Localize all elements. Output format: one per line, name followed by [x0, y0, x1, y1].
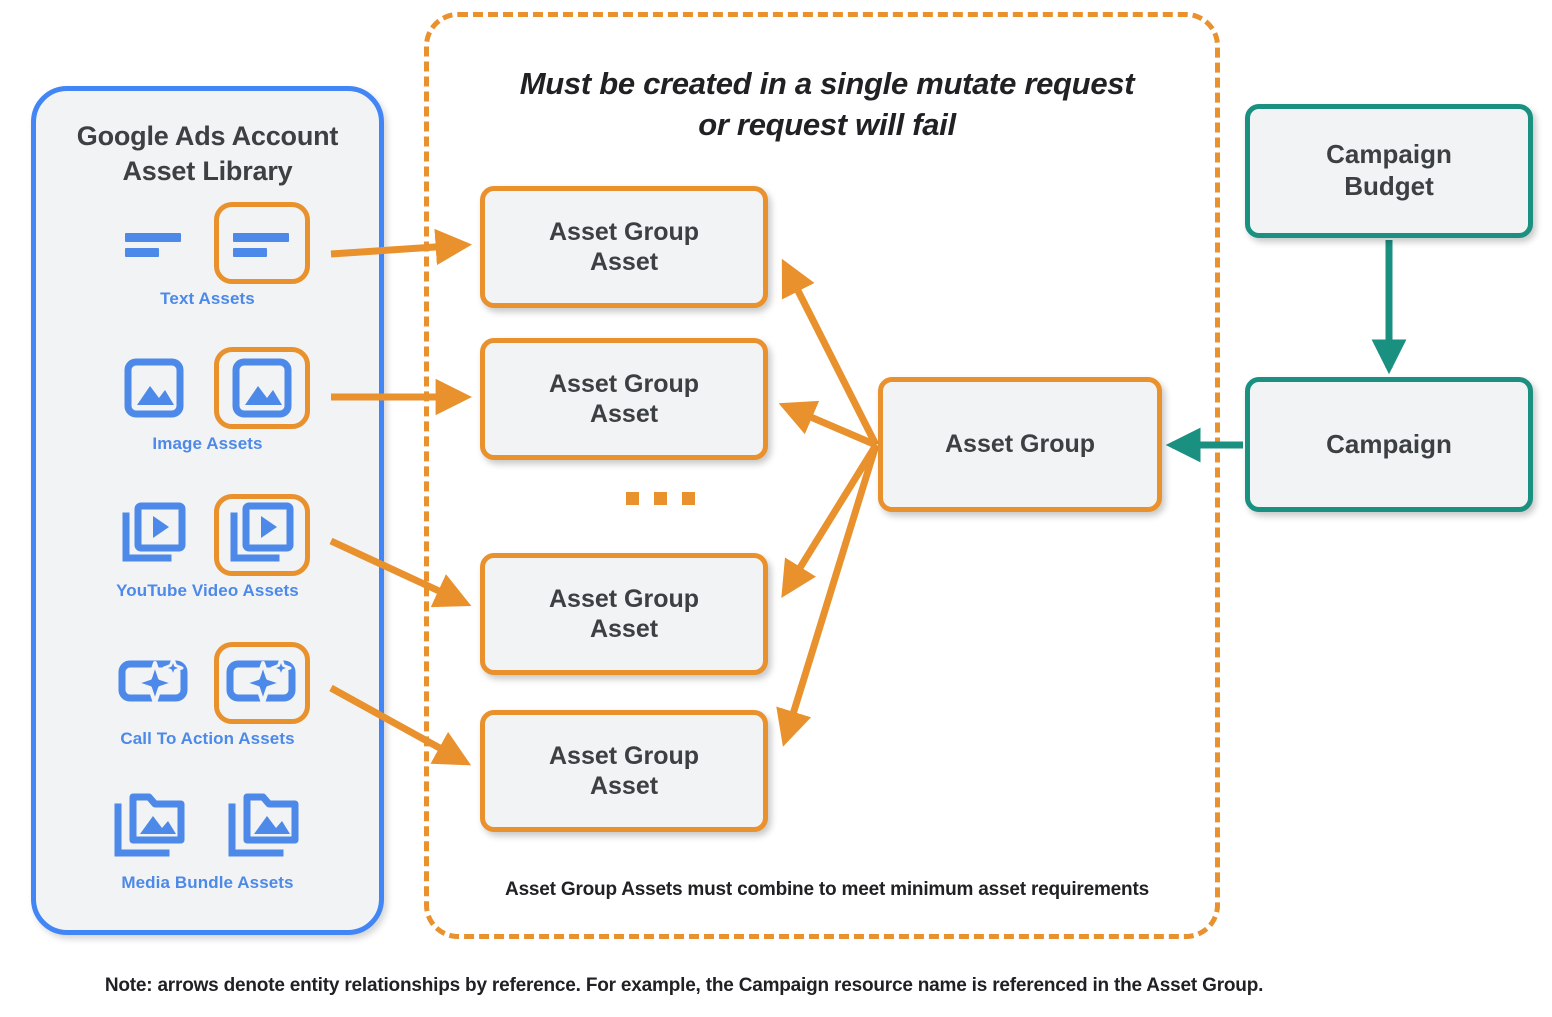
asset-group-asset-node-1-line1: Asset Group — [548, 217, 700, 246]
ellipsis-dot-2 — [654, 492, 667, 505]
mutate-request-footnote: Asset Group Assets must combine to meet … — [505, 879, 1149, 900]
asset-group-assets-ellipsis — [626, 492, 695, 505]
call-to-action-asset-icon-selected — [213, 642, 310, 724]
asset-icon-pair-media-bundle — [36, 783, 379, 871]
text-asset-icon — [106, 202, 202, 284]
asset-group-asset-node-4[interactable]: Asset Group Asset — [480, 710, 768, 832]
asset-group-asset-node-4-line2: Asset — [589, 772, 659, 800]
asset-label-text: Text Assets — [160, 289, 255, 308]
text-asset-icon-selected — [213, 202, 310, 284]
asset-library-title-line2: Asset Library — [122, 155, 293, 186]
mutate-request-title: Must be created in a single mutate reque… — [469, 63, 1185, 145]
asset-row-image: Image Assets — [36, 344, 379, 454]
asset-group-asset-node-4-line1: Asset Group — [548, 741, 700, 770]
asset-library-title-line1: Google Ads Account — [76, 121, 339, 151]
asset-row-media-bundle: Media Bundle Assets — [36, 783, 379, 893]
campaign-budget-node-text: Campaign Budget — [1326, 139, 1452, 202]
ellipsis-dot-1 — [626, 492, 639, 505]
asset-group-asset-node-1-text: Asset Group Asset — [549, 217, 699, 278]
asset-group-node-label: Asset Group — [944, 430, 1096, 459]
call-to-action-asset-icon — [106, 642, 202, 724]
asset-label-cta: Call To Action Assets — [120, 729, 295, 748]
asset-icon-pair-video — [36, 491, 379, 579]
asset-label-image: Image Assets — [152, 434, 263, 453]
asset-row-cta: Call To Action Assets — [36, 639, 379, 749]
campaign-budget-node[interactable]: Campaign Budget — [1245, 104, 1533, 238]
asset-group-asset-node-3-line2: Asset — [589, 615, 659, 643]
image-asset-icon — [106, 347, 202, 429]
asset-group-asset-node-4-text: Asset Group Asset — [549, 741, 699, 802]
asset-group-asset-node-2-line1: Asset Group — [548, 369, 700, 398]
asset-group-asset-node-2-text: Asset Group Asset — [549, 369, 699, 430]
footer-note: Note: arrows denote entity relationships… — [104, 975, 1264, 996]
asset-library-title: Google Ads Account Asset Library — [36, 119, 379, 188]
video-asset-icon-selected — [213, 494, 310, 576]
mutate-request-title-line2: or request will fail — [698, 107, 956, 143]
asset-icon-pair-cta — [36, 639, 379, 727]
campaign-node[interactable]: Campaign — [1245, 377, 1533, 512]
mutate-request-title-line1: Must be created in a single mutate reque… — [519, 66, 1135, 101]
asset-row-text: Text Assets — [36, 199, 379, 309]
campaign-node-label: Campaign — [1326, 428, 1452, 459]
campaign-budget-node-line2: Budget — [1344, 171, 1434, 201]
asset-group-node[interactable]: Asset Group — [878, 377, 1162, 512]
video-asset-icon — [106, 494, 202, 576]
asset-label-video: YouTube Video Assets — [116, 581, 299, 600]
asset-group-asset-node-2-line2: Asset — [589, 400, 659, 428]
asset-group-asset-node-3-line1: Asset Group — [548, 584, 700, 613]
ellipsis-dot-3 — [682, 492, 695, 505]
media-bundle-asset-icon — [103, 786, 199, 868]
asset-icon-pair-image — [36, 344, 379, 432]
media-bundle-asset-icon-2 — [217, 786, 313, 868]
asset-label-media-bundle: Media Bundle Assets — [121, 873, 294, 892]
asset-group-asset-node-1[interactable]: Asset Group Asset — [480, 186, 768, 308]
asset-library-panel: Google Ads Account Asset Library — [31, 86, 384, 935]
asset-group-asset-node-3[interactable]: Asset Group Asset — [480, 553, 768, 675]
asset-group-asset-node-3-text: Asset Group Asset — [549, 584, 699, 645]
asset-group-asset-node-1-line2: Asset — [589, 248, 659, 276]
asset-row-video: YouTube Video Assets — [36, 491, 379, 601]
asset-group-asset-node-2[interactable]: Asset Group Asset — [480, 338, 768, 460]
image-asset-icon-selected — [213, 347, 310, 429]
campaign-budget-node-line1: Campaign — [1326, 139, 1452, 170]
asset-icon-pair-text — [36, 199, 379, 287]
